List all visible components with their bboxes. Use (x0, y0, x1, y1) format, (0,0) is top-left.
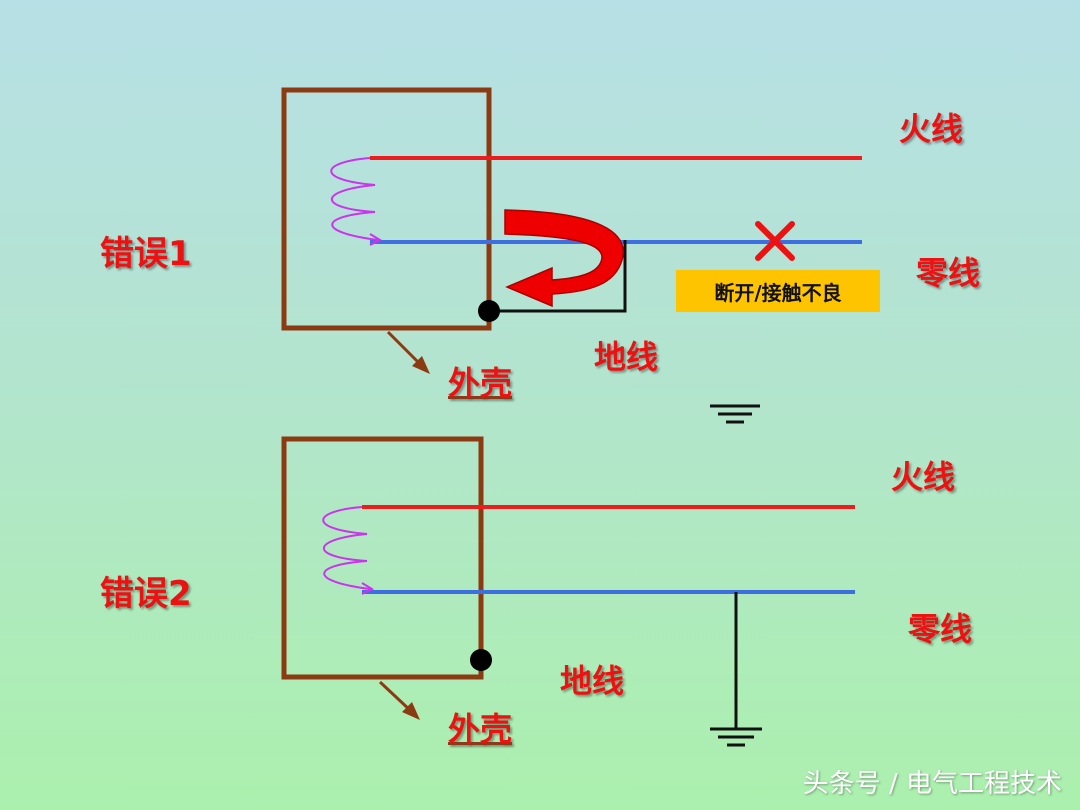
ground-symbol-icon (710, 404, 760, 424)
coil-arrowhead-2 (361, 582, 375, 595)
enclosure-terminal-2 (470, 649, 492, 671)
diagram2-shell-label: 外壳 (448, 710, 513, 748)
watermark: 头条号 / 电气工程技术 (802, 769, 1062, 799)
shell-pointer-head-2 (402, 702, 420, 720)
x-mark-icon (755, 221, 795, 261)
diagram2-live-label: 火线 (891, 458, 956, 496)
diagram2-neutral-label: 零线 (908, 610, 973, 648)
shell-pointer-head-1 (412, 356, 430, 374)
heating-coil-1 (330, 157, 379, 241)
coil-arrowhead-1 (369, 233, 383, 246)
diagram-2 (281, 436, 855, 747)
ground-wire-1 (489, 240, 627, 313)
enclosure-1 (281, 87, 492, 331)
enclosure-2 (281, 436, 484, 680)
heating-coil-2 (322, 506, 371, 590)
curved-arrow-icon (504, 209, 624, 308)
diagram1-neutral-label: 零线 (916, 254, 981, 292)
diagram2-title: 错误2 (100, 574, 192, 614)
shell-pointer-1 (386, 330, 424, 368)
diagram1-shell-label: 外壳 (448, 364, 513, 402)
enclosure-terminal-1 (478, 300, 500, 322)
diagram-1 (281, 87, 862, 424)
diagram1-title: 错误1 (100, 234, 192, 274)
diagram1-ground-label: 地线 (594, 338, 659, 376)
fault-note: 断开/接触不良 (676, 270, 880, 312)
ground-symbol-icon (710, 727, 762, 747)
diagram1-live-label: 火线 (899, 110, 964, 148)
shell-pointer-2 (378, 680, 414, 714)
diagram2-ground-label: 地线 (560, 662, 625, 700)
